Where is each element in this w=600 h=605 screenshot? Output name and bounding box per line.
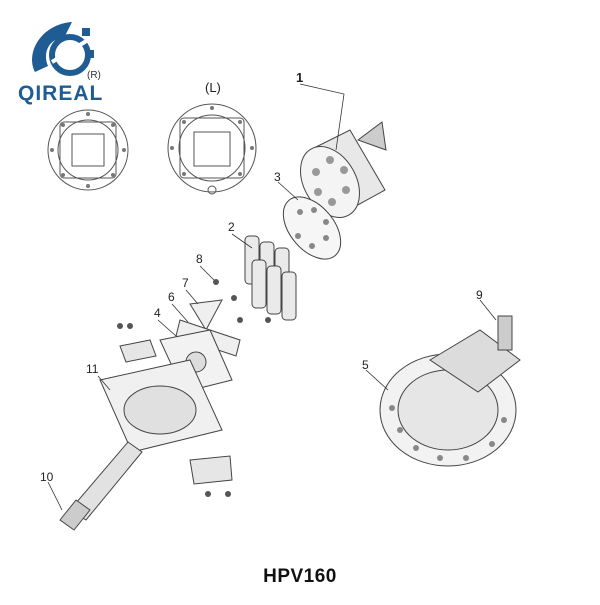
brand-logo-mark xyxy=(32,22,94,76)
callout-10: 10 xyxy=(40,470,54,484)
part-11-housing xyxy=(99,323,233,497)
callout-4: 4 xyxy=(154,306,161,320)
callout-9: 9 xyxy=(476,288,483,302)
callout-11: 11 xyxy=(86,362,99,376)
part-1-cylinder-block xyxy=(300,121,387,218)
part-5-assembled-pump xyxy=(379,315,521,467)
callout-8: 8 xyxy=(196,252,203,266)
callout-1: 1 xyxy=(296,70,304,85)
part-8-screws xyxy=(213,279,271,323)
end-view-right xyxy=(47,109,129,191)
part-10-shaft xyxy=(59,441,143,531)
registered-mark: (R) xyxy=(87,70,101,81)
callout-3: 3 xyxy=(274,170,281,184)
callout-leader-lines xyxy=(47,83,497,511)
part-7-retainer xyxy=(189,299,223,332)
brand-name: QIREAL xyxy=(18,82,104,105)
view-label-left: (L) xyxy=(205,80,221,95)
callout-2: 2 xyxy=(228,220,235,234)
callout-5: 5 xyxy=(362,358,369,372)
model-name: HPV160 xyxy=(263,566,337,587)
callout-7: 7 xyxy=(182,276,189,290)
callout-6: 6 xyxy=(168,290,175,304)
end-view-left xyxy=(167,103,257,195)
part-2-pistons xyxy=(244,235,297,321)
part-3-valve-plate xyxy=(282,196,342,260)
